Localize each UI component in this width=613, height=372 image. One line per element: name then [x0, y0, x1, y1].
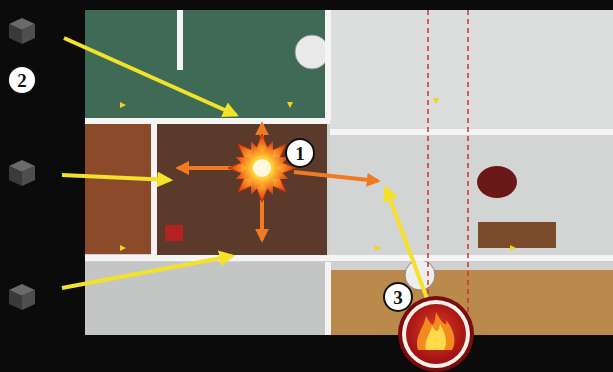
blast-arrow: [260, 200, 264, 240]
cube-face: [22, 290, 35, 310]
damage-cube: [9, 18, 35, 44]
walls: [85, 10, 613, 335]
furniture: [477, 166, 517, 198]
door-arrow: [120, 245, 126, 251]
cube-face: [22, 166, 35, 186]
tile-room: [85, 262, 325, 335]
blast-arrows: [178, 124, 378, 240]
pointer-arrows: [62, 38, 432, 312]
wall: [85, 118, 330, 124]
pointer-arrow: [62, 256, 232, 288]
damage-cube: [9, 284, 35, 310]
door-arrow: [433, 98, 439, 104]
dashed-line: [427, 10, 429, 335]
blast-arrow: [294, 172, 378, 181]
dashed-lines: [428, 10, 468, 335]
damage-cube: [9, 160, 35, 186]
wall: [85, 255, 613, 261]
door-arrow: [375, 245, 381, 251]
explosion-symbol: [224, 130, 300, 206]
cube-face: [9, 24, 22, 44]
wall: [325, 10, 331, 121]
flame: [417, 312, 454, 350]
explosion-core: [253, 159, 271, 177]
wall: [151, 121, 157, 258]
door-arrow: [120, 102, 126, 108]
cube-face: [22, 24, 35, 44]
door-arrow: [287, 102, 293, 108]
furniture: [165, 225, 183, 241]
callout-number: 3: [393, 288, 403, 307]
cube-face: [9, 290, 22, 310]
fire-token: [398, 296, 474, 372]
cube-face: [9, 166, 22, 186]
callout-number: 2: [17, 71, 27, 90]
furniture: [478, 222, 556, 248]
callout-circle: [8, 66, 36, 94]
explosion-star: [228, 134, 296, 202]
board: [85, 10, 613, 335]
token-face: [406, 304, 466, 364]
token-ring: [402, 300, 470, 368]
tile-room: [330, 135, 613, 257]
wall: [177, 10, 183, 70]
pointer-arrow: [62, 175, 170, 180]
furniture: [295, 35, 329, 69]
door-arrow: [510, 245, 516, 251]
wall: [330, 129, 613, 135]
explosion-star: [224, 130, 300, 206]
callout-circle: [286, 139, 314, 167]
callout-circle: [384, 283, 412, 311]
wall: [325, 262, 331, 335]
dashed-line: [467, 10, 469, 335]
callout-number: 1: [295, 144, 305, 163]
door-arrows: [120, 98, 516, 251]
tile-room: [330, 10, 613, 130]
pointer-arrow: [64, 38, 236, 115]
flame: [426, 324, 446, 350]
blast-arrow: [178, 166, 232, 170]
token-rim: [398, 296, 474, 372]
brown-room: [157, 124, 327, 255]
orange-room: [85, 124, 151, 254]
